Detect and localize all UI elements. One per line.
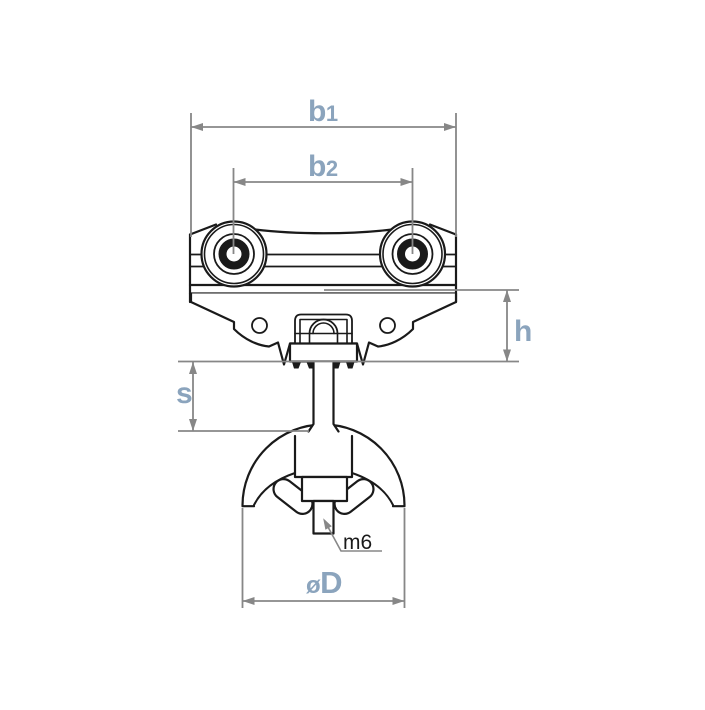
bracket-hole-right xyxy=(379,317,396,334)
label-diameter: øD xyxy=(306,565,342,600)
label-h: h xyxy=(514,315,532,348)
clamp-arch-inner xyxy=(312,322,335,335)
nut-lower-block xyxy=(300,475,349,503)
dimension-labels: b1 b2 h s øD m6 xyxy=(176,95,532,600)
dimension-s xyxy=(178,362,309,432)
dimension-lines xyxy=(178,113,519,608)
bracket-hole-left xyxy=(251,317,268,334)
label-b1: b1 xyxy=(308,95,338,128)
dimension-b1 xyxy=(190,113,457,237)
threaded-stud xyxy=(312,499,335,535)
right-flare xyxy=(428,223,458,236)
label-b2: b2 xyxy=(308,150,338,183)
nut-upper-block xyxy=(293,434,354,479)
dimension-diameter xyxy=(241,508,406,608)
clamp-mechanism xyxy=(294,313,353,345)
wing-left xyxy=(272,478,314,515)
dome-rim-right xyxy=(351,472,394,506)
trolley-outline xyxy=(188,220,458,535)
shaft-edges xyxy=(307,360,340,433)
leader-m6 xyxy=(323,518,382,552)
label-thread-m6: m6 xyxy=(343,531,372,554)
clamp-arch-outer xyxy=(308,318,339,335)
clamp-base-block xyxy=(288,342,359,363)
dome-rim-left xyxy=(253,472,296,506)
dimension-b2 xyxy=(232,168,414,254)
label-s: s xyxy=(176,377,192,410)
top-bar-edge xyxy=(253,228,394,235)
dimension-h xyxy=(178,289,519,363)
shaft-fill xyxy=(308,362,339,432)
left-flare xyxy=(188,223,218,236)
